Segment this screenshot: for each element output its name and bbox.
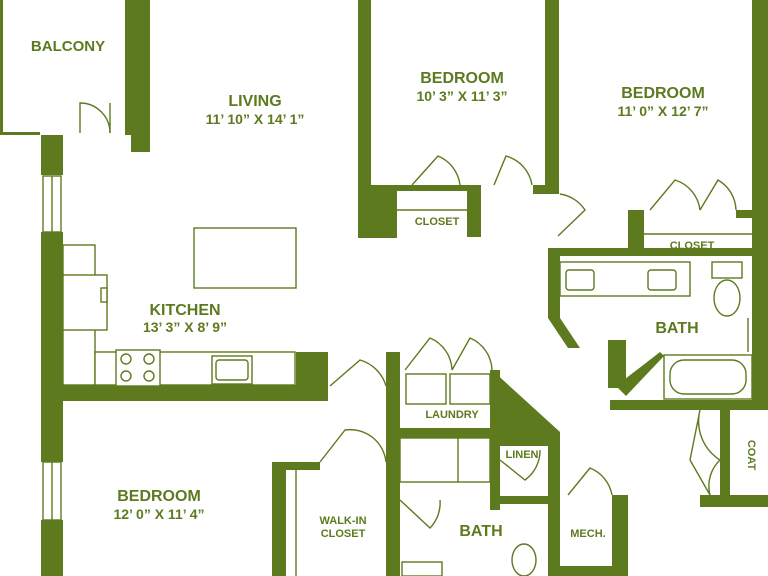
linen-label: LINEN — [506, 449, 539, 461]
closet-a-label: CLOSET — [415, 216, 460, 228]
mech-label: MECH. — [570, 528, 605, 540]
stove-icon — [115, 349, 161, 387]
balcony-label: BALCONY — [31, 38, 105, 55]
laundry-machines — [405, 373, 491, 405]
walkin-label-line2: CLOSET — [321, 528, 366, 540]
coat-label: COAT — [745, 440, 757, 471]
kitchen-dims: 13’ 3” X 8’ 9” — [143, 319, 227, 335]
bedroom-c-label: BEDROOM — [117, 488, 201, 505]
fridge-icon — [62, 274, 108, 331]
bedroom-a-dims: 10’ 3” X 11’ 3” — [416, 88, 507, 104]
living-label: LIVING — [228, 93, 281, 110]
bath-right-label: BATH — [655, 320, 698, 337]
sink-icon — [401, 561, 443, 576]
window-icon — [42, 175, 62, 521]
kitchen-island — [193, 227, 297, 289]
closet-b-label: CLOSET — [670, 240, 715, 252]
bathtub-icon — [663, 354, 753, 400]
bedroom-a-label: BEDROOM — [420, 70, 504, 87]
bathtub-icon — [399, 437, 491, 483]
bath-lower-label: BATH — [459, 523, 502, 540]
walkin-label-line1: WALK-IN — [319, 515, 366, 527]
bedroom-b-label: BEDROOM — [621, 85, 705, 102]
bath-vanity — [559, 261, 691, 297]
kitchen-label: KITCHEN — [149, 302, 220, 319]
sink-icon — [211, 355, 253, 385]
toilet-icon — [711, 261, 743, 317]
laundry-label: LAUNDRY — [425, 409, 479, 421]
living-dims: 11’ 10” X 14’ 1” — [206, 111, 305, 127]
door-swing-icon — [79, 102, 737, 529]
bedroom-c-dims: 12’ 0” X 11’ 4” — [113, 506, 204, 522]
bedroom-b-dims: 11’ 0” X 12’ 7” — [617, 103, 708, 119]
toilet-icon — [511, 543, 537, 576]
